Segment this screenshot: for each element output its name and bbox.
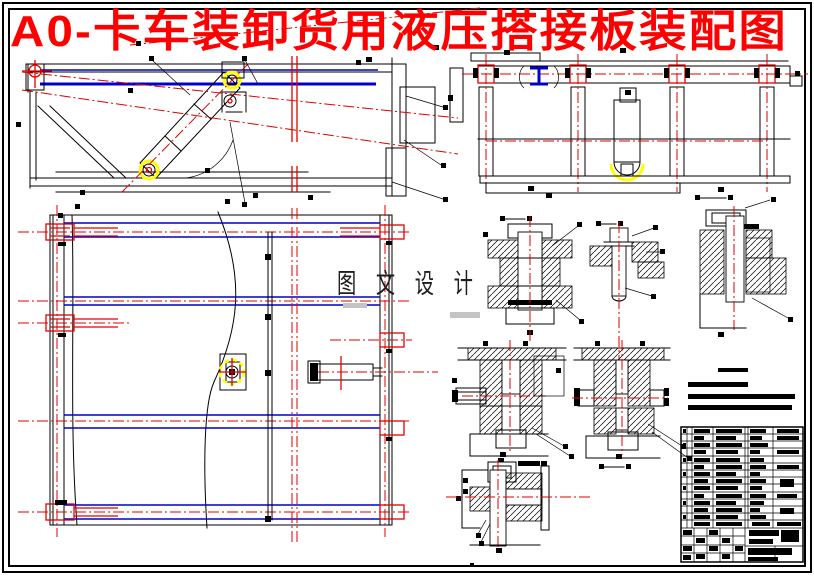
detail-section-a <box>483 216 584 342</box>
side-elevation-view <box>16 56 459 207</box>
parts-rows-redacted <box>683 429 801 526</box>
i-beam-symbol <box>519 65 559 89</box>
detail-section-c <box>695 195 793 337</box>
watermark-text: 图 文 设 计 <box>337 269 480 299</box>
hydraulic-cylinder <box>121 61 249 193</box>
detail-section-e <box>572 340 692 469</box>
parts-list-table <box>680 426 804 563</box>
detail-section-b <box>589 221 665 365</box>
detail-section-f <box>446 458 590 567</box>
plan-pivot-bolt <box>218 353 247 391</box>
hinge-posts <box>473 54 780 192</box>
right-hinge-fittings <box>340 224 405 520</box>
title-block <box>681 528 803 562</box>
center-cylinder <box>609 87 645 182</box>
left-hinge-fittings <box>45 213 118 521</box>
rear-elevation-view <box>448 48 808 198</box>
extended-centerline <box>129 7 481 50</box>
drawing-title: A0-卡车装卸货用液压搭接板装配图 <box>10 7 788 56</box>
technical-notes <box>688 368 795 410</box>
plan-cylinder-rod <box>307 356 383 390</box>
watermark: 图 文 设 计 <box>337 269 480 318</box>
detail-section-d <box>452 340 574 459</box>
plan-view <box>18 204 438 545</box>
balloon-leaders-side <box>16 56 448 207</box>
